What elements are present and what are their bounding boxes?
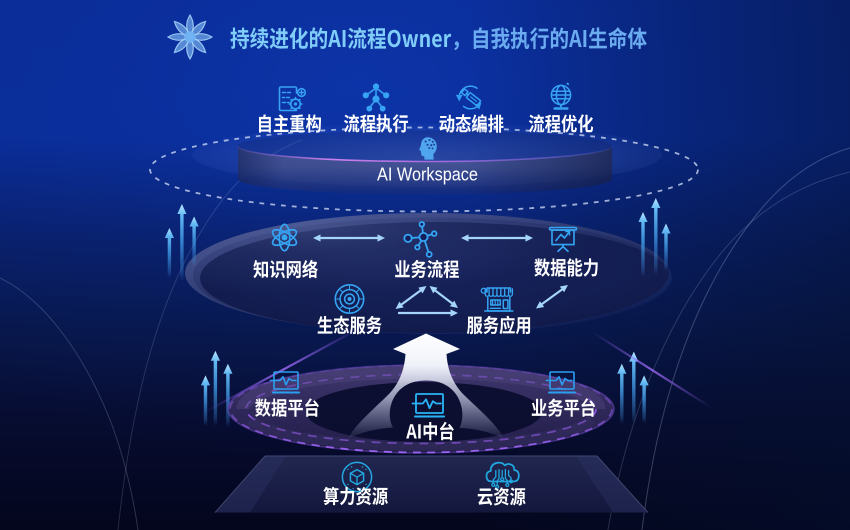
svg-text:AI Workspace: AI Workspace (377, 164, 478, 185)
